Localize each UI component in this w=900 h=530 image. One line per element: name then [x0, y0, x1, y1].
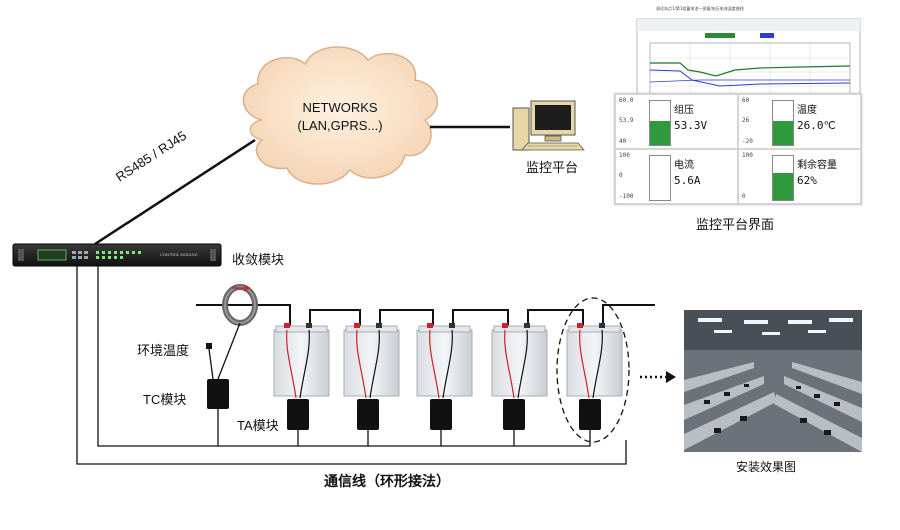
- battery-cell: [416, 323, 473, 430]
- install-photo: [684, 310, 862, 452]
- env-temp-label: 环境温度: [137, 344, 190, 359]
- network-cloud-line1: NETWORKS: [302, 100, 378, 115]
- monitor-screen-title: 测试站点1/第1组蓄电池一测量/电压电流温度曲线: [656, 6, 744, 11]
- monitor-pc-icon: [512, 100, 585, 151]
- control-module-label: 收敛模块: [232, 253, 285, 268]
- network-cloud: [242, 46, 439, 185]
- battery-cell: [343, 323, 400, 430]
- battery-bus-line: [196, 304, 655, 326]
- comm-line: [76, 266, 627, 465]
- comm-line-label: 通信线（环形接法）: [324, 474, 450, 490]
- tile-value: 5.6A: [674, 174, 701, 187]
- battery-group: [273, 323, 623, 430]
- tile-name: 电流: [674, 160, 694, 171]
- ta-module-label: TA模块: [237, 418, 279, 433]
- tile-name: 组压: [674, 105, 694, 116]
- network-cloud-line2: (LAN,GPRS...): [297, 118, 383, 133]
- monitor-station-label: 监控平台: [526, 161, 579, 176]
- tc-module-label: TC模块: [143, 392, 187, 407]
- battery-cell: [273, 323, 330, 430]
- battery-cell: [566, 323, 623, 430]
- control-module-panel-text: CONTROL MODULE: [160, 252, 198, 257]
- meter-fill: [773, 120, 793, 145]
- battery-cell: [491, 323, 548, 430]
- highlight-ellipse: [556, 297, 630, 443]
- meter-fill: [650, 120, 670, 145]
- rs485-link: [94, 138, 256, 246]
- monitor-screen-caption: 监控平台界面: [696, 218, 775, 233]
- meter-fill: [773, 172, 793, 200]
- control-module-device: CONTROL MODULE: [12, 243, 222, 267]
- install-photo-caption: 安装效果图: [736, 460, 797, 474]
- tile-value: 26.0℃: [797, 119, 836, 132]
- tile-name: 温度: [797, 105, 817, 116]
- env-temp-probe: [206, 343, 214, 380]
- tc-module-device: [207, 379, 229, 409]
- tile-name: 剩余容量: [797, 160, 837, 171]
- sensor-to-tc-line: [217, 322, 241, 380]
- tile-value: 62%: [797, 174, 817, 187]
- network-cloud-text: NETWORKS (LAN,GPRS...): [280, 100, 400, 133]
- tile-value: 53.3V: [674, 119, 708, 132]
- dotted-arrow-icon: [640, 371, 676, 383]
